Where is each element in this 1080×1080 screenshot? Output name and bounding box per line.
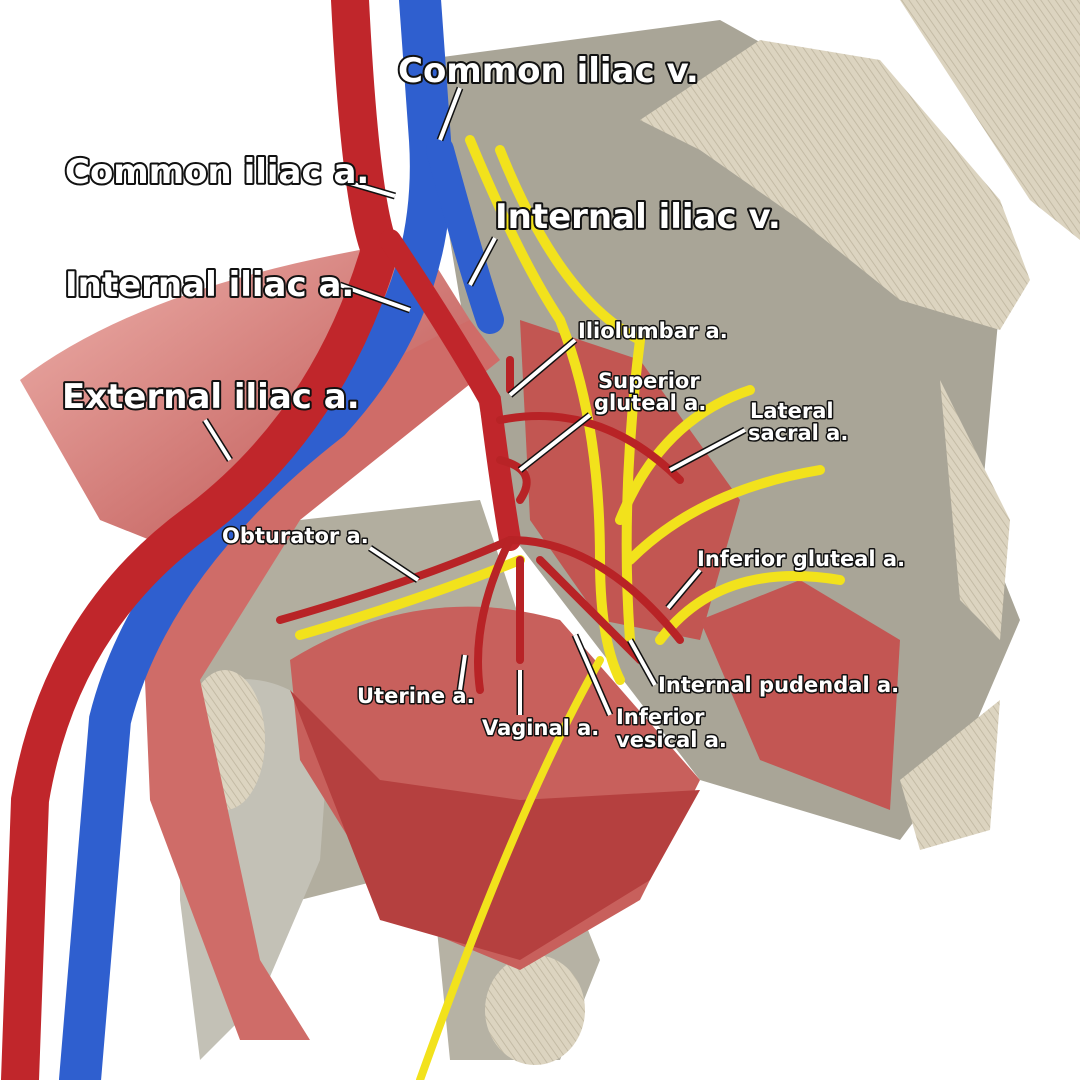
label-common-iliac-artery: Common iliac a. bbox=[65, 152, 369, 192]
label-vaginal-artery: Vaginal a. bbox=[482, 716, 599, 740]
label-arrows bbox=[202, 86, 747, 717]
label-superior-gluteal-artery-line2: gluteal a. bbox=[594, 391, 706, 415]
label-internal-pudendal-artery: Internal pudendal a. bbox=[658, 673, 899, 697]
label-superior-gluteal-artery-line1: Superior bbox=[598, 369, 700, 393]
label-inferior-vesical-artery-line1: Inferior bbox=[616, 705, 705, 729]
external-iliac-vein bbox=[59, 0, 452, 1080]
label-obturator-artery: Obturator a. bbox=[222, 524, 369, 548]
internal-iliac-vein bbox=[426, 136, 504, 334]
label-iliolumbar-artery: Iliolumbar a. bbox=[578, 319, 728, 343]
label-uterine-artery: Uterine a. bbox=[357, 684, 475, 708]
nerves bbox=[295, 135, 845, 1080]
label-inferior-gluteal-artery: Inferior gluteal a. bbox=[697, 547, 905, 571]
label-common-iliac-vein: Common iliac v. bbox=[398, 51, 699, 91]
label-lateral-sacral-artery-line2: sacral a. bbox=[748, 421, 848, 445]
external-iliac-artery bbox=[1, 0, 401, 1080]
label-internal-iliac-artery: Internal iliac a. bbox=[65, 265, 354, 305]
label-lateral-sacral-artery-line1: Lateral bbox=[750, 399, 834, 423]
label-inferior-vesical-artery-line2: vesical a. bbox=[616, 728, 727, 752]
label-internal-iliac-vein: Internal iliac v. bbox=[495, 197, 781, 237]
vessels bbox=[1, 0, 684, 1080]
label-external-iliac-artery: External iliac a. bbox=[62, 377, 360, 417]
internal-iliac-artery bbox=[379, 229, 521, 551]
